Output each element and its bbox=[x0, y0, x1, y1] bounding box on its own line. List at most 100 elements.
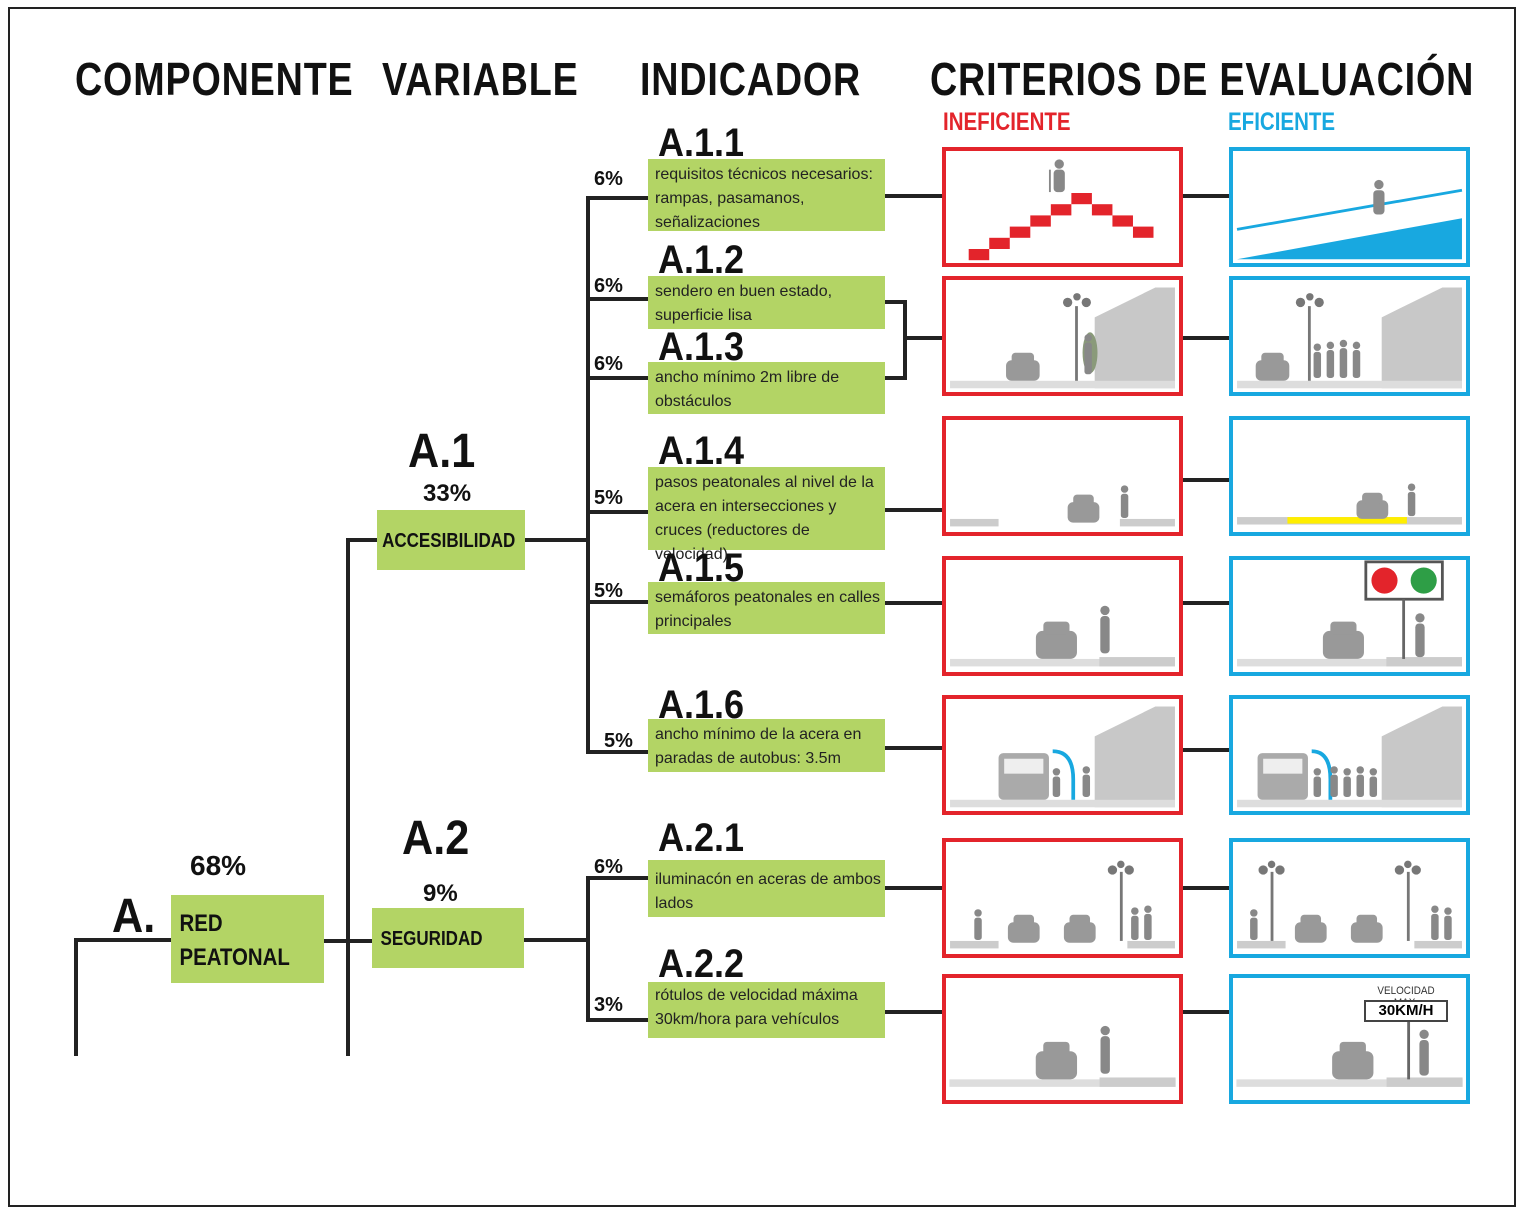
panel-efficient-crossing bbox=[1229, 416, 1470, 536]
elderly-person-icon bbox=[1048, 159, 1065, 193]
header-ineficiente: INEFICIENTE bbox=[943, 108, 1071, 136]
panel-inefficient-traffic-light bbox=[942, 556, 1183, 676]
connector bbox=[884, 746, 944, 750]
header-variable: VARIABLE bbox=[382, 53, 579, 105]
connector bbox=[884, 1010, 944, 1014]
connector bbox=[74, 938, 172, 942]
car-icon bbox=[1322, 621, 1364, 659]
person-icon bbox=[974, 905, 1152, 940]
variable-code: A.2 bbox=[402, 812, 470, 865]
variable-percent: 33% bbox=[423, 480, 472, 507]
indicator-code: A.2.1 bbox=[658, 816, 745, 860]
connector bbox=[884, 886, 944, 890]
indicator-box: ancho mínimo 2m libre de obstáculos bbox=[648, 362, 885, 414]
indicator-percent: 6% bbox=[594, 275, 623, 297]
variable-label: SEGURIDAD bbox=[380, 928, 483, 950]
connector bbox=[1181, 1010, 1231, 1014]
component-label-line2: PEATONAL bbox=[179, 944, 290, 971]
pedestrian-traffic-light-illustration bbox=[1237, 560, 1462, 667]
indicator-box: iluminacón en aceras de ambos lados bbox=[648, 860, 885, 917]
pedestrian-group-icon bbox=[1052, 766, 1091, 797]
connector bbox=[1181, 886, 1231, 890]
header-criterios: CRITERIOS DE EVALUACIÓN bbox=[930, 53, 1475, 105]
car-icon bbox=[1035, 621, 1077, 659]
connector bbox=[884, 508, 944, 512]
connector bbox=[586, 196, 648, 200]
indicator-code: A.1.5 bbox=[658, 546, 745, 590]
connector bbox=[1181, 601, 1231, 605]
person-icon bbox=[1100, 1025, 1110, 1074]
ramp-illustration bbox=[1236, 179, 1463, 260]
indicator-percent: 3% bbox=[594, 994, 623, 1016]
panel-inefficient-bus-stop bbox=[942, 695, 1183, 815]
car-icon bbox=[1332, 1041, 1374, 1080]
connector bbox=[1181, 194, 1231, 198]
street-lamp-icon bbox=[1107, 860, 1134, 941]
panel-inefficient-lighting bbox=[942, 838, 1183, 958]
panel-efficient-ramp bbox=[1229, 147, 1470, 267]
red-light-icon bbox=[1371, 567, 1398, 594]
person-icon bbox=[1100, 605, 1110, 654]
connector bbox=[1181, 336, 1231, 340]
indicator-text: pasos peatonales al nivel de la acera en… bbox=[655, 474, 874, 563]
panel-inefficient-crossing bbox=[942, 416, 1183, 536]
header-componente: COMPONENTE bbox=[75, 53, 354, 105]
panel-inefficient-sidewalk bbox=[942, 276, 1183, 396]
pedestrian-group-icon bbox=[1313, 339, 1361, 378]
elderly-person-icon bbox=[1415, 613, 1425, 658]
variable-box-seguridad: SEGURIDAD bbox=[372, 908, 524, 968]
connector bbox=[586, 876, 648, 880]
speed-sign-value: 30KM/H bbox=[1364, 1000, 1448, 1022]
street-lamp-icon bbox=[1295, 293, 1324, 381]
car-icon bbox=[1356, 492, 1389, 519]
elderly-person-icon bbox=[1373, 179, 1385, 215]
component-percent: 68% bbox=[190, 850, 247, 881]
connector bbox=[586, 510, 648, 514]
indicator-box: requisitos técnicos necesarios: rampas, … bbox=[648, 159, 885, 231]
car-icon bbox=[1035, 1041, 1078, 1080]
panel-efficient-lighting bbox=[1229, 838, 1470, 958]
indicator-code: A.1.1 bbox=[658, 121, 745, 165]
variable-percent: 9% bbox=[423, 880, 458, 907]
one-side-lighting-illustration bbox=[950, 860, 1175, 949]
panel-efficient-sidewalk bbox=[1229, 276, 1470, 396]
elderly-person-icon bbox=[1120, 485, 1129, 518]
car-icon bbox=[1294, 914, 1383, 943]
two-side-lighting-illustration bbox=[1237, 860, 1462, 949]
bus-icon bbox=[998, 753, 1049, 800]
indicator-text: sendero en buen estado, superficie lisa bbox=[655, 283, 833, 324]
panel-efficient-traffic-light bbox=[1229, 556, 1470, 676]
connector bbox=[586, 876, 590, 1021]
elderly-person-icon bbox=[1407, 483, 1416, 517]
connector bbox=[884, 601, 944, 605]
bus-icon bbox=[1257, 753, 1308, 800]
indicator-code: A.2.2 bbox=[658, 942, 745, 986]
indicator-text: semáforos peatonales en calles principal… bbox=[655, 589, 881, 630]
component-code: A. bbox=[112, 890, 156, 943]
wide-bus-stop-illustration bbox=[1237, 706, 1462, 808]
car-icon bbox=[1255, 352, 1290, 381]
crossing-illustration bbox=[950, 485, 1175, 527]
sidewalk-clear-illustration bbox=[1237, 287, 1462, 389]
car-icon bbox=[1007, 914, 1096, 943]
indicator-text: iluminacón en aceras de ambos lados bbox=[655, 871, 881, 912]
indicator-box: sendero en buen estado, superficie lisa bbox=[648, 276, 885, 329]
indicator-code: A.1.6 bbox=[658, 683, 745, 727]
speed-sign-illustration bbox=[1236, 1021, 1463, 1087]
green-light-icon bbox=[1410, 567, 1437, 594]
no-speed-sign-illustration bbox=[949, 1025, 1176, 1087]
indicator-box: ancho mínimo de la acera en paradas de a… bbox=[648, 719, 885, 772]
no-traffic-light-illustration bbox=[950, 605, 1175, 667]
stairs-illustration bbox=[968, 159, 1154, 261]
connector bbox=[346, 538, 378, 542]
indicator-code: A.1.2 bbox=[658, 238, 745, 282]
indicator-percent: 6% bbox=[594, 168, 623, 190]
connector bbox=[884, 194, 944, 198]
raised-crossing-illustration bbox=[1237, 483, 1462, 525]
variable-box-accesibilidad: ACCESIBILIDAD bbox=[377, 510, 525, 570]
connector bbox=[586, 1018, 648, 1022]
indicator-text: rótulos de velocidad máxima 30km/hora pa… bbox=[655, 987, 858, 1028]
connector bbox=[1181, 478, 1231, 482]
indicator-percent: 6% bbox=[594, 856, 623, 878]
person-icon bbox=[1250, 905, 1452, 940]
